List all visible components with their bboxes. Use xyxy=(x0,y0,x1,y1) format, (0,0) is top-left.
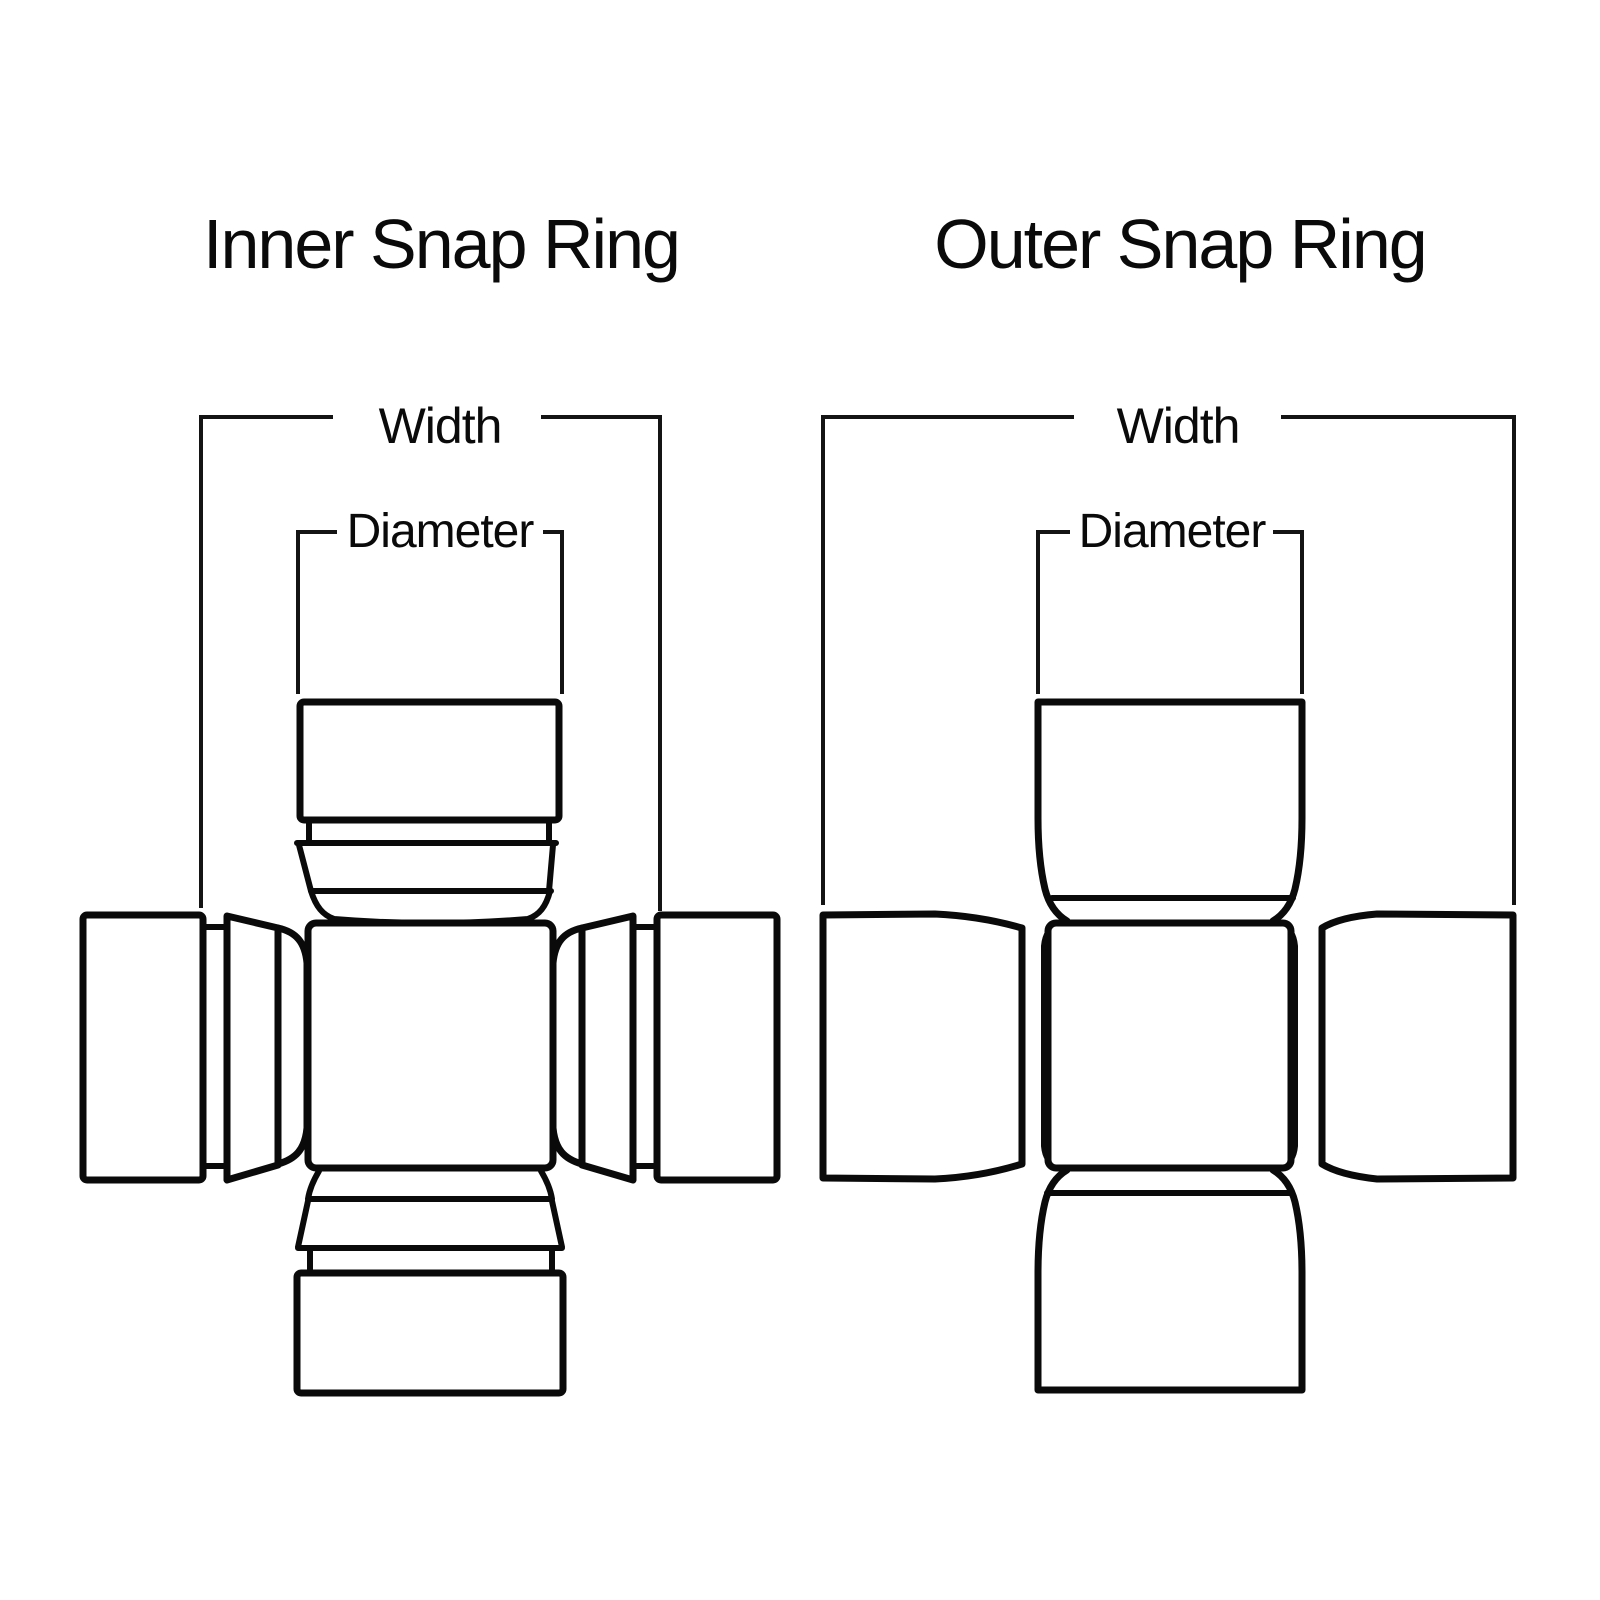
outer-right-bearing-cap xyxy=(1318,910,1517,1183)
outer-cross-body xyxy=(1044,919,1295,1172)
inner-width-dimension-label: Width xyxy=(379,398,502,454)
inner-bottom-bearing-cap xyxy=(293,1269,567,1397)
inner-left-seal-neck xyxy=(274,924,311,1168)
inner-diagram-title: Inner Snap Ring xyxy=(203,205,679,283)
outer-left-bearing-cap xyxy=(819,910,1026,1183)
inner-right-snap-ring-groove xyxy=(630,924,660,1169)
outer-width-dimension-bracket xyxy=(821,415,1516,905)
inner-bottom-snap-ring-groove xyxy=(307,1247,555,1275)
inner-snap-ring-diagram: Inner Snap Ring Width Diameter xyxy=(79,205,781,1397)
outer-snap-ring-diagram: Outer Snap Ring Width Diameter xyxy=(819,205,1517,1394)
inner-right-bearing-cap xyxy=(653,911,781,1184)
inner-top-bearing-cap xyxy=(296,698,563,824)
inner-right-seal-neck xyxy=(549,924,586,1168)
inner-width-dimension-bracket xyxy=(199,415,662,911)
outer-bottom-bearing-cap xyxy=(1034,1166,1306,1394)
inner-bottom-seal-shoulder xyxy=(305,1168,555,1202)
outer-diagram-title: Outer Snap Ring xyxy=(934,205,1425,283)
outer-diameter-dimension-label: Diameter xyxy=(1079,505,1267,558)
inner-top-snap-ring-groove xyxy=(306,819,552,845)
outer-width-dimension-label: Width xyxy=(1117,398,1240,454)
inner-left-snap-ring-groove xyxy=(200,924,230,1169)
outer-top-bearing-cap xyxy=(1034,698,1306,925)
inner-diameter-dimension-bracket xyxy=(296,530,564,694)
inner-bottom-seal-band xyxy=(295,1198,565,1251)
inner-top-seal-band xyxy=(294,840,559,894)
inner-cross-body xyxy=(304,919,557,1172)
inner-right-snap-ring xyxy=(578,912,637,1184)
inner-top-seal-shoulder xyxy=(308,888,553,926)
inner-diameter-dimension-label: Diameter xyxy=(347,505,535,558)
inner-left-bearing-cap xyxy=(79,911,207,1184)
outer-diameter-dimension-bracket xyxy=(1036,530,1304,694)
inner-left-snap-ring xyxy=(223,912,282,1184)
